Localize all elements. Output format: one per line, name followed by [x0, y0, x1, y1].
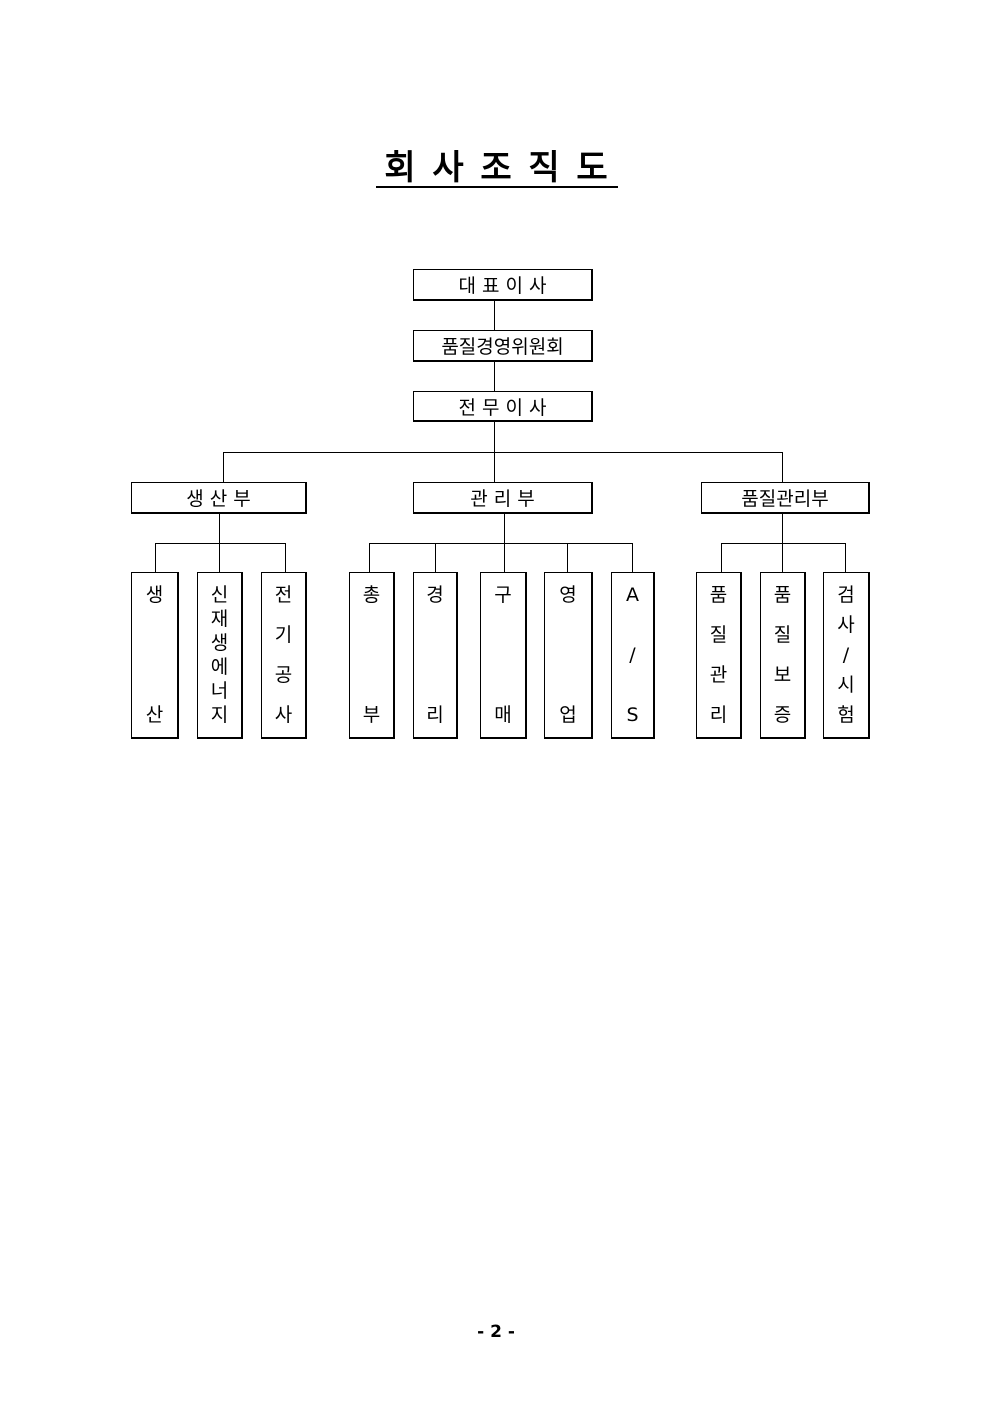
team-label-char: 에 [210, 656, 229, 678]
team-label-char: 보 [773, 664, 792, 686]
team-label-char: 업 [559, 704, 577, 726]
team-label-char: 사 [837, 614, 855, 636]
team-label-char: S [626, 704, 639, 726]
team-label-char: 품 [709, 584, 728, 606]
team-label-char: 기 [274, 624, 293, 646]
page-number: - 2 - [477, 1322, 515, 1342]
team-label-char: 공 [274, 664, 293, 686]
node-quality-committee: 품질경영위원회 [413, 330, 593, 362]
team-label-char: 리 [709, 704, 728, 726]
team-label-char: 재 [210, 608, 229, 630]
team-label-char: 험 [837, 704, 855, 726]
team-label-char: A [626, 584, 639, 606]
team-label-char: 관 [709, 664, 728, 686]
team-label-char: 너 [210, 680, 229, 702]
title-char: 회 [384, 148, 418, 188]
team-label-char: 증 [773, 704, 792, 726]
team-label-char: 구 [494, 584, 512, 606]
team-label-char: 생 [145, 584, 164, 606]
title-char: 사 [432, 148, 466, 188]
dept-quality: 품질관리부 [701, 482, 870, 514]
dept-admin: 관 리 부 [413, 482, 593, 514]
team-label-char: 시 [837, 674, 855, 696]
team-label-char: 경 [426, 584, 444, 606]
team-label-char: 질 [709, 624, 728, 646]
team-label-char: 부 [362, 704, 381, 726]
team-label-char: 신 [210, 584, 229, 606]
team-label-char: 전 [274, 584, 293, 606]
team-after-service: A / S [611, 572, 655, 739]
title-char: 조 [480, 148, 514, 188]
team-label-char: 사 [274, 704, 293, 726]
team-label-char: 품 [773, 584, 792, 606]
node-executive-director: 전 무 이 사 [413, 391, 593, 422]
title-char: 직 [528, 148, 562, 188]
team-label-char: 리 [426, 704, 444, 726]
team-label-char: 질 [773, 624, 792, 646]
dept-production: 생 산 부 [131, 482, 307, 514]
team-label-char: / [629, 644, 636, 666]
title-char: 도 [576, 148, 610, 188]
team-label-char: 생 [210, 632, 229, 654]
team-label-char: 산 [145, 704, 164, 726]
team-label-char: 매 [494, 704, 512, 726]
team-label-char: / [842, 644, 850, 666]
node-ceo: 대 표 이 사 [413, 269, 593, 301]
team-label-char: 총 [362, 584, 381, 606]
team-label-char: 검 [837, 584, 855, 606]
team-label-char: 영 [559, 584, 577, 606]
team-label-char: 지 [210, 704, 229, 726]
